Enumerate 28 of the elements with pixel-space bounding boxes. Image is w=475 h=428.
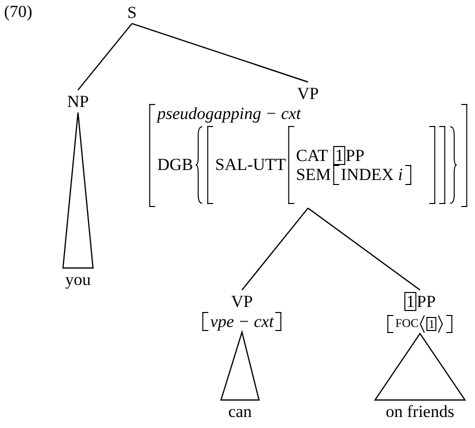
tree-branch (78, 23, 132, 90)
type-label: pseudogapping − cxt (157, 104, 301, 124)
tree-branch (242, 208, 308, 290)
tag-number: 1 (426, 316, 437, 331)
triangle (62, 112, 94, 269)
triangle (220, 330, 260, 401)
category-label: VP (297, 84, 319, 104)
feature-name: SEM (296, 165, 331, 185)
feature-name: CAT (296, 146, 328, 166)
tag-number: 1 (404, 292, 417, 312)
node-label: can (228, 402, 252, 422)
tree-branch (132, 22, 308, 83)
feature-name: SAL-UTT (215, 155, 286, 175)
node-label: NP (67, 92, 89, 112)
feature-name: DGB (157, 155, 194, 175)
feature-name: FOC (395, 316, 419, 330)
category-label: PP (346, 146, 364, 166)
tag-number: 1 (333, 146, 346, 165)
node-label: you (65, 270, 91, 290)
example-number: (70) (4, 2, 32, 22)
type-label: vpe − cxt (210, 312, 274, 332)
feature-value: INDEX i (340, 165, 403, 185)
triangle (374, 332, 466, 401)
node-label: S (127, 3, 137, 23)
tree-branch (308, 208, 420, 290)
category-label: VP (231, 292, 253, 312)
node-label: on friends (386, 402, 454, 422)
category-label: PP (416, 292, 436, 312)
